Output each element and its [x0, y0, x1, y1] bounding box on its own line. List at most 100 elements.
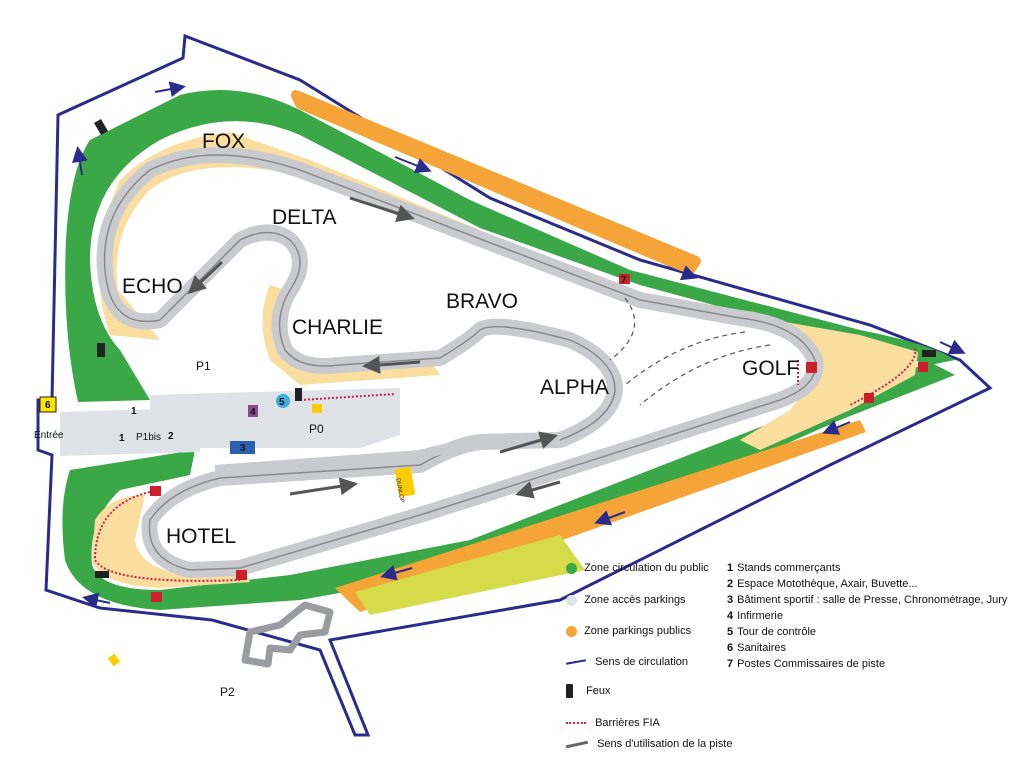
legend-num-label: Stands commerçants	[737, 562, 841, 574]
legend-num: 5	[727, 626, 734, 638]
traffic-arrow-3	[667, 265, 698, 281]
legend-item-sens-circulation: Sens de circulation	[565, 656, 689, 668]
corner-delta: DELTA	[272, 206, 337, 229]
legend-item-acces: Zone accès parkings	[566, 594, 686, 606]
legend-num-label: Bâtiment sportif : salle de Presse, Chro…	[737, 594, 1008, 606]
entrance-label: Entrée	[34, 430, 64, 441]
legend-num-label: Postes Commissaires de piste	[737, 658, 886, 670]
corner-charlie: CHARLIE	[292, 316, 383, 339]
marker-1-top: 1	[131, 406, 137, 417]
legend-num: 6	[727, 642, 734, 654]
traffic-light-icon	[295, 388, 302, 401]
track-direction-arrow-1	[349, 196, 415, 222]
legend-num-label: Infirmerie	[737, 610, 783, 622]
corner-fox: FOX	[202, 130, 245, 153]
dunlop-label: DUNLOP	[394, 478, 404, 504]
traffic-light-icon	[566, 684, 573, 698]
legend-label: Sens d'utilisation de la piste	[597, 738, 733, 750]
legend-num-label: Tour de contrôle	[737, 626, 817, 638]
track-direction-arrow-4	[499, 431, 558, 454]
legend-label: Feux	[586, 684, 611, 697]
track-direction-arrow-2	[187, 260, 224, 295]
building-6	[39, 396, 57, 413]
corner-alpha: ALPHA	[540, 376, 609, 399]
legend-num-label: Espace Motothèque, Axair, Buvette...	[737, 578, 918, 590]
main-track-edge	[103, 154, 817, 571]
fia-barrier-golf	[849, 347, 917, 406]
sand-zone-hotel	[92, 495, 250, 588]
legend-label: Barrières FIA	[595, 717, 660, 729]
legend-item-feux: Feux	[566, 684, 611, 698]
legend-label: Zone circulation du public	[584, 562, 709, 574]
marshal-post	[150, 486, 161, 496]
blue-arrow-icon	[565, 659, 587, 665]
legend-num: 2	[727, 578, 734, 590]
grey-arrow-icon	[565, 740, 589, 748]
legend-item-sens-piste: Sens d'utilisation de la piste	[565, 738, 733, 750]
corner-bravo: BRAVO	[446, 290, 518, 313]
track-direction-arrow-6	[515, 480, 561, 499]
traffic-light-icon	[94, 118, 108, 136]
marker-2: 2	[168, 431, 174, 442]
dotted-line-icon	[566, 722, 586, 725]
legend-label: Zone accès parkings	[584, 594, 686, 606]
legend-label: Zone parkings publics	[584, 625, 692, 637]
control-tower-5	[276, 394, 290, 408]
traffic-arrow-7	[380, 565, 413, 581]
marshal-post	[806, 362, 817, 373]
area-p2: P2	[220, 685, 235, 699]
legend-num-label: Sanitaires	[737, 642, 787, 654]
traffic-light-icon	[97, 343, 105, 357]
legend-num: 4	[727, 610, 734, 622]
marker-4: 4	[250, 407, 256, 418]
service-road-1	[609, 297, 636, 361]
fia-barrier-hotel	[93, 491, 241, 582]
sand-zone-golf	[740, 315, 918, 450]
traffic-light-icon	[922, 350, 936, 357]
marshal-post	[619, 274, 630, 284]
traffic-arrow-6	[594, 510, 626, 526]
traffic-light-group	[94, 118, 936, 667]
orange-swatch-icon	[566, 625, 577, 637]
traffic-arrow-4	[939, 339, 966, 355]
karting-track	[241, 601, 334, 668]
area-p1bis: P1bis	[136, 432, 161, 443]
corner-echo: ECHO	[122, 275, 183, 298]
track-direction-arrow-3	[362, 355, 421, 374]
traffic-arrow-5	[822, 420, 851, 435]
legend-label: Sens de circulation	[595, 656, 689, 668]
area-p0: P0	[309, 422, 324, 436]
legend-item-public: Zone circulation du public	[566, 562, 709, 574]
service-road-2	[639, 344, 771, 406]
area-p1: P1	[196, 359, 211, 373]
service-road-3	[624, 331, 746, 386]
parking-zone-lime	[355, 535, 585, 615]
building-3	[230, 441, 255, 454]
marshal-post	[918, 362, 928, 372]
legend-left: Zone circulation du public Zone accès pa…	[565, 562, 741, 762]
corner-golf: GOLF	[742, 357, 799, 380]
marshal-post-group	[150, 274, 928, 602]
legend-item-barrieres: Barrières FIA	[566, 717, 660, 729]
traffic-arrow-2	[394, 156, 432, 174]
public-zone-north	[65, 90, 955, 402]
traffic-arrow-8	[82, 592, 111, 609]
marker-7: 7	[621, 275, 627, 286]
track-direction-arrow-5	[289, 477, 358, 496]
traffic-light-icon	[107, 653, 121, 667]
marker-6: 6	[45, 400, 51, 411]
corner-hotel: HOTEL	[166, 525, 236, 548]
grey-swatch-icon	[566, 594, 577, 606]
marshal-post	[864, 393, 874, 403]
marker-1-bottom: 1	[119, 433, 125, 444]
marshal-post	[151, 592, 162, 602]
access-zone-p0	[150, 388, 400, 448]
